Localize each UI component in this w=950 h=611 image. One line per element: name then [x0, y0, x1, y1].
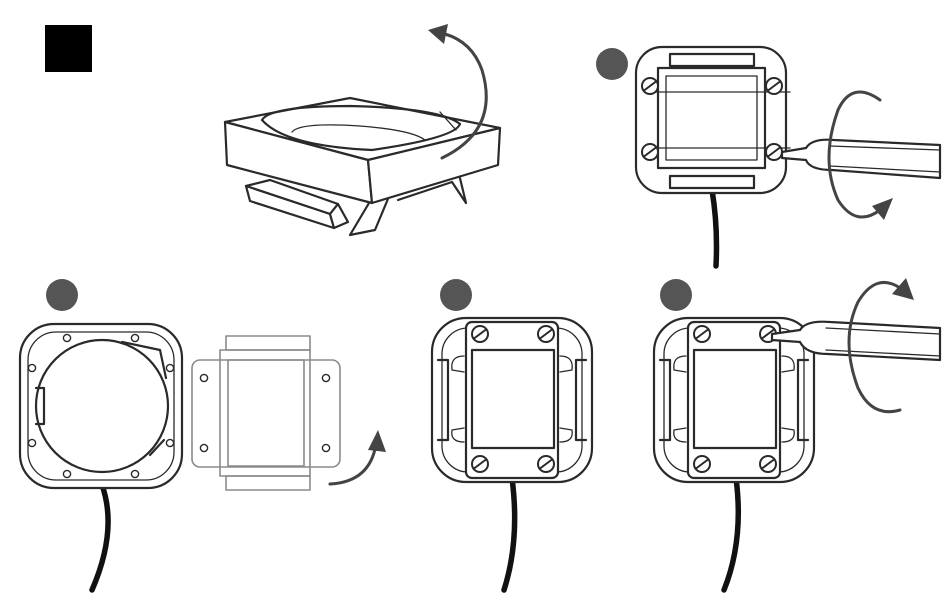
step-dot-3 [46, 279, 78, 311]
panel-unscrew-plate [596, 47, 940, 266]
bracket-ring [20, 324, 182, 488]
step-dot-5 [660, 279, 692, 311]
mounting-plate [192, 336, 340, 490]
screwdriver [782, 140, 940, 178]
mount-bracket-3d [225, 98, 500, 235]
step-dot-2 [596, 48, 628, 80]
panel-bracket-ring-and-plate [20, 279, 386, 590]
arrow-curved-flip [330, 430, 386, 484]
step-dot-4 [440, 279, 472, 311]
panel-screw-plate [654, 278, 940, 590]
section-marker [45, 25, 92, 72]
panel-plate-fitted [432, 279, 592, 590]
panel-remove-mount-bracket [225, 24, 500, 235]
